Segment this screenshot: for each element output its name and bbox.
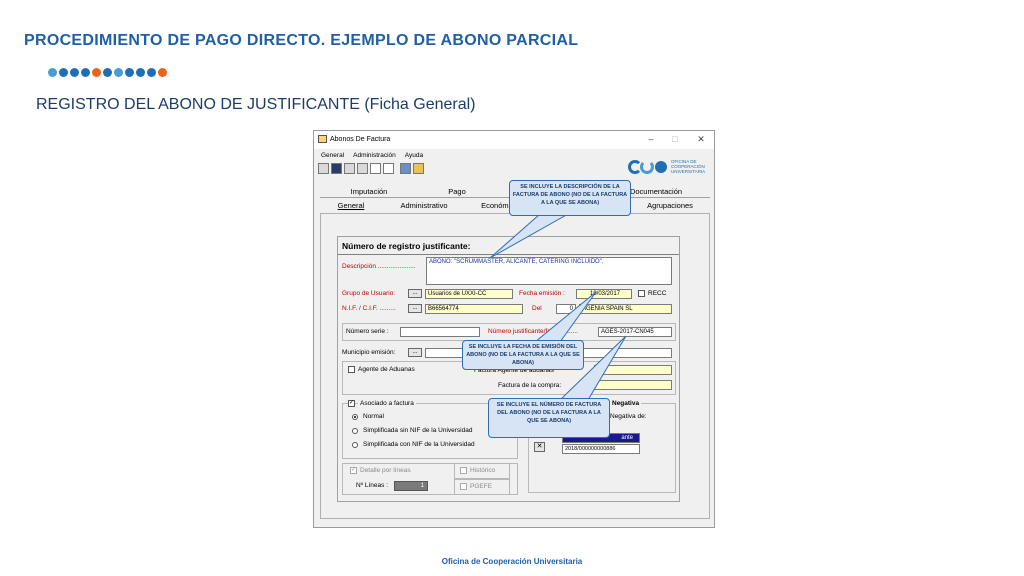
radio-simplificada-con[interactable]: [352, 442, 358, 448]
tab-documentacion[interactable]: Documentación: [629, 187, 683, 196]
grupo-lookup-button[interactable]: ...: [408, 289, 422, 298]
tab-economico[interactable]: Económ...: [481, 201, 515, 210]
descripcion-label: Descripción .....................: [342, 263, 416, 270]
detalle-label: Detalle por líneas: [360, 467, 411, 474]
historico-label: Histórico: [470, 467, 496, 474]
historico-box: [454, 463, 510, 479]
agente-aduanas-checkbox[interactable]: [348, 366, 355, 373]
del-label: Del: [532, 305, 542, 312]
save-icon[interactable]: [331, 163, 342, 174]
fecha-emision-label: Fecha emisión :: [519, 290, 565, 297]
window-titlebar: Abonos De Factura – □ ✕: [314, 131, 714, 149]
minimize-button[interactable]: –: [648, 134, 654, 144]
dot-4: [92, 68, 101, 77]
municipio-lookup-button[interactable]: ...: [408, 348, 422, 357]
callout-fecha: SE INCLUYE LA FECHA DE EMISIÓN DEL ABONO…: [462, 340, 584, 370]
slide-title: PROCEDIMIENTO DE PAGO DIRECTO. EJEMPLO D…: [24, 32, 579, 49]
maximize-button[interactable]: □: [672, 134, 678, 144]
dot-7: [125, 68, 134, 77]
copy-icon[interactable]: [357, 163, 368, 174]
detalle-group: [342, 463, 518, 495]
callout-descripcion: SE INCLUYE LA DESCRIPCIÓN DE LA FACTURA …: [509, 180, 631, 216]
toolbar: [318, 163, 424, 174]
grupo-usuario-label: Grupo de Usuario:: [342, 290, 396, 297]
radio-simplificada-sin-label: Simplificada sin NIF de la Universidad: [363, 427, 473, 434]
radio-simplificada-con-label: Simplificada con NIF de la Universidad: [363, 441, 475, 448]
callout-descripcion-pointer: [489, 213, 570, 259]
tab-pago[interactable]: Pago: [448, 187, 466, 196]
users-icon[interactable]: [400, 163, 411, 174]
nif-lookup-button[interactable]: ...: [408, 304, 422, 313]
dot-3: [81, 68, 90, 77]
negativa-title: Negativa: [610, 400, 642, 407]
pgefe-box: [454, 479, 510, 495]
callout-fecha-pointer: [533, 291, 597, 343]
document-icon[interactable]: [370, 163, 381, 174]
delete-icon[interactable]: ✕: [534, 442, 545, 452]
tab-administrativo[interactable]: Administrativo: [400, 201, 448, 210]
radio-normal[interactable]: [352, 414, 358, 420]
fecha-emision-input[interactable]: 19/03/2017: [576, 289, 632, 299]
recc-checkbox[interactable]: [638, 290, 645, 297]
asociado-checkbox[interactable]: ✓: [348, 400, 355, 407]
descripcion-input[interactable]: ABONO: "SCRUMMASTER, ALICANTE, CATERING …: [426, 257, 672, 285]
preview-icon[interactable]: [383, 163, 394, 174]
factura-agente-label: Factura Agente de aduanas: [474, 367, 554, 374]
menu-bar: General Administración Ayuda: [314, 150, 423, 162]
dot-6: [114, 68, 123, 77]
agente-aduanas-label: Agente de Aduanas: [358, 366, 415, 373]
pgefe-checkbox[interactable]: [460, 483, 467, 490]
decorative-dots: [48, 68, 167, 77]
slide-footer: Oficina de Cooperación Universitaria: [441, 557, 583, 566]
callout-numero: SE INCLUYE EL NÚMERO DE FACTURA DEL ABON…: [488, 398, 610, 438]
numero-serie-input[interactable]: [400, 327, 480, 337]
header-divider: [338, 254, 679, 255]
tab-imputacion[interactable]: Imputación: [350, 187, 388, 196]
recc-label: RECC: [648, 290, 667, 297]
dot-9: [147, 68, 156, 77]
numero-serie-label: Número serie :: [346, 328, 389, 335]
menu-ayuda[interactable]: Ayuda: [404, 152, 424, 159]
menu-administracion[interactable]: Administración: [353, 152, 396, 159]
dot-1: [59, 68, 68, 77]
help-icon[interactable]: [413, 163, 424, 174]
new-icon[interactable]: [318, 163, 329, 174]
edit-icon[interactable]: [344, 163, 355, 174]
numero-justificante-label: Número justificante/factura ......: [488, 328, 578, 335]
detalle-checkbox[interactable]: ✓: [350, 467, 357, 474]
window-title: Abonos De Factura: [330, 136, 391, 143]
dot-8: [136, 68, 145, 77]
app-icon: [318, 135, 327, 143]
registro-header: Número de registro justificante:: [342, 241, 471, 251]
dot-0: [48, 68, 57, 77]
pgefe-label: PGEFE: [470, 483, 493, 490]
grupo-usuario-input[interactable]: Usuarios de UXXI-CC: [425, 289, 513, 299]
radio-normal-label: Normal: [363, 413, 384, 420]
ocu-logo: OFICINA DE COOPERACIÓN UNIVERSITARIA: [628, 159, 717, 174]
nif-label: N.I.F. / C.I.F. .........: [342, 305, 396, 312]
tab-agrupaciones[interactable]: Agrupaciones: [647, 201, 693, 210]
historico-checkbox[interactable]: [460, 467, 467, 474]
slide-subtitle: REGISTRO DEL ABONO DE JUSTIFICANTE (Fich…: [36, 96, 476, 113]
menu-general[interactable]: General: [321, 152, 345, 159]
dot-10: [158, 68, 167, 77]
grid-cell[interactable]: 2018/000000000886: [562, 444, 640, 454]
numero-justificante-input[interactable]: AGES-2017-CN045: [598, 327, 672, 337]
tab-general[interactable]: General: [337, 201, 365, 210]
asociado-label: Asociado a factura: [358, 400, 416, 407]
close-button[interactable]: ✕: [697, 134, 705, 144]
negativa-sub-label: Negativa de:: [610, 413, 647, 420]
radio-simplificada-sin[interactable]: [352, 428, 358, 434]
dot-5: [103, 68, 112, 77]
n-lineas-label: Nº Líneas :: [356, 482, 389, 489]
n-lineas-input[interactable]: 1: [394, 481, 428, 491]
municipio-label: Municipio emisión:: [342, 349, 396, 356]
dot-2: [70, 68, 79, 77]
nif-input[interactable]: B66564774: [425, 304, 523, 314]
factura-compra-label: Factura de la compra:: [498, 382, 562, 389]
